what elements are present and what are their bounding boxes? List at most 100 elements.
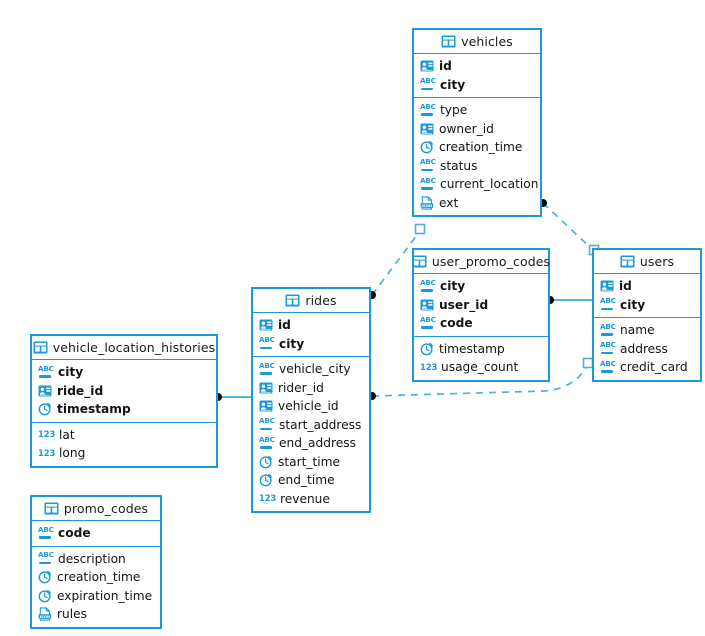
field-row-vehicles-creation_time[interactable]: creation_time	[414, 138, 540, 157]
table-grid-icon	[33, 341, 48, 355]
entity-title: promo_codes	[63, 501, 149, 516]
abc-string-icon: ABC	[259, 435, 275, 450]
entity-title: users	[639, 254, 675, 269]
field-label: creation_time	[57, 570, 141, 585]
json-document-icon: JSON	[38, 607, 52, 621]
field-row-rides-vehicle_id[interactable]: vehicle_id	[253, 397, 369, 416]
entity-header-vehicle_location_histories[interactable]: vehicle_location_histories	[32, 336, 216, 360]
entity-title: vehicles	[461, 34, 513, 49]
field-row-user_promo_codes-timestamp[interactable]: timestamp	[414, 340, 548, 359]
field-row-users-id[interactable]: id	[594, 277, 700, 296]
entity-header-user_promo_codes[interactable]: user_promo_codes	[412, 250, 550, 274]
number-123-icon: 123	[38, 447, 56, 458]
field-label: lat	[59, 427, 75, 442]
field-row-vehicles-id[interactable]: id	[414, 57, 540, 76]
field-label: revenue	[280, 491, 330, 506]
field-label: end_time	[278, 473, 335, 488]
id-card-icon	[600, 279, 614, 293]
field-row-rides-rider_id[interactable]: rider_id	[253, 379, 369, 398]
number-123-icon: 123	[259, 493, 277, 504]
field-label: code	[440, 316, 473, 331]
field-label: ext	[439, 195, 459, 210]
abc-string-icon: ABC	[600, 297, 616, 311]
entity-header-rides[interactable]: rides	[253, 289, 369, 313]
abc-string-icon: ABC	[420, 278, 436, 293]
relationship-rel-vlh-rides[interactable]	[214, 393, 251, 401]
id-card-icon	[420, 298, 434, 312]
field-label: status	[440, 158, 478, 173]
abc-string-icon: ABC	[420, 176, 436, 191]
field-row-rides-id[interactable]: id	[253, 316, 369, 335]
field-label: id	[278, 318, 291, 333]
abc-string-icon: ABC	[38, 551, 54, 565]
field-label: user_id	[439, 297, 489, 312]
field-label: timestamp	[439, 341, 505, 356]
abc-string-icon: ABC	[38, 525, 54, 540]
id-card-icon	[259, 399, 273, 413]
entity-header-promo_codes[interactable]: promo_codes	[32, 497, 160, 521]
field-row-vehicles-owner_id[interactable]: owner_id	[414, 120, 540, 139]
field-row-rides-start_time[interactable]: start_time	[253, 453, 369, 472]
clock-icon	[38, 589, 52, 603]
table-grid-icon	[441, 35, 456, 49]
abc-string-icon: ABC	[420, 315, 436, 330]
relationship-rel-upc-users[interactable]	[546, 296, 592, 304]
abc-string-icon: ABC	[420, 77, 436, 91]
field-row-rides-end_time[interactable]: end_time	[253, 471, 369, 490]
field-label: address	[620, 341, 668, 356]
clock-icon	[420, 140, 434, 154]
field-row-user_promo_codes-code[interactable]: ABC code	[414, 314, 548, 333]
field-row-vehicles-current_location[interactable]: ABC current_location	[414, 175, 540, 194]
abc-string-icon: ABC	[259, 336, 275, 350]
field-row-promo_codes-expiration_time[interactable]: expiration_time	[32, 587, 160, 606]
field-label: rider_id	[278, 380, 324, 395]
field-row-promo_codes-creation_time[interactable]: creation_time	[32, 568, 160, 587]
field-row-vehicle_location_histories-ride_id[interactable]: ride_id	[32, 382, 216, 401]
field-label: id	[439, 59, 452, 74]
table-grid-icon	[285, 294, 300, 308]
relationship-rel-vehicles-users[interactable]	[539, 199, 600, 256]
field-label: vehicle_id	[278, 399, 339, 414]
clock-icon	[420, 342, 434, 356]
entity-header-users[interactable]: users	[594, 250, 700, 274]
field-label: current_location	[440, 177, 539, 192]
field-label: start_time	[278, 454, 341, 469]
abc-string-icon: ABC	[259, 417, 275, 431]
entity-header-vehicles[interactable]: vehicles	[414, 30, 540, 54]
field-row-user_promo_codes-user_id[interactable]: user_id	[414, 296, 548, 315]
field-row-vehicle_location_histories-timestamp[interactable]: timestamp	[32, 400, 216, 419]
field-label: owner_id	[439, 121, 494, 136]
